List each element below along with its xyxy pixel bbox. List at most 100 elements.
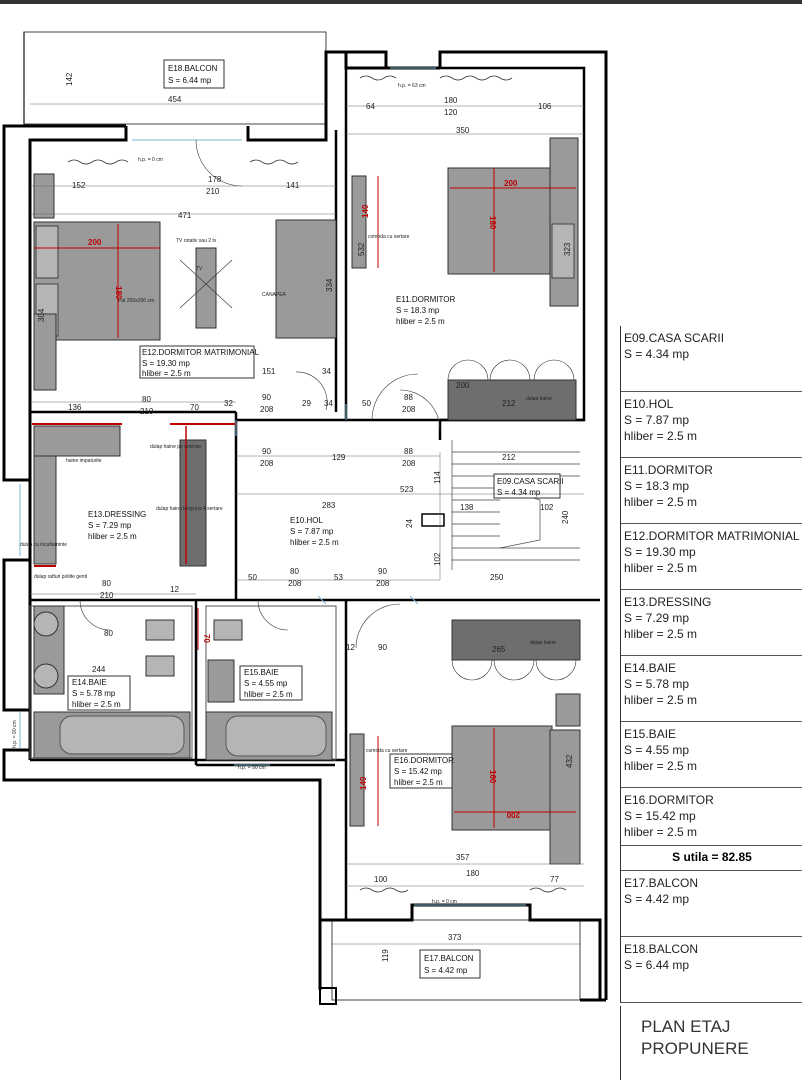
nightstand-e12 (33, 313, 57, 391)
canapea-label: CANAPEA (262, 292, 287, 298)
dulap-e11: dulap haine (526, 396, 552, 402)
legend-row-e11: E11.DORMITOR S = 18.3 mp hliber = 2.5 m (621, 458, 802, 524)
label-box-e12 (139, 345, 255, 379)
room-e15-h: hliber = 2.5 m (244, 690, 293, 699)
legend-name: E17.BALCON (624, 876, 699, 890)
title-line1: PLAN ETAJ (641, 1017, 731, 1036)
room-e17-area: S = 4.42 mp (424, 966, 468, 975)
dim-90c: 90 (378, 567, 387, 576)
legend-name: E11.DORMITOR (624, 463, 713, 477)
room-e13-name: E13.DRESSING (88, 510, 146, 519)
legend-height: hliber = 2.5 m (624, 627, 698, 641)
door-arcs (79, 139, 441, 649)
pat-label: Pat 200x200 cm (118, 298, 154, 304)
wardrobe-e11 (447, 379, 577, 421)
legend-row-e18: E18.BALCON S = 6.44 mp (621, 937, 802, 1003)
bed-e11-width: 200 (504, 179, 518, 188)
dulap-incaltaminte: dulap cu incaltaminte (20, 542, 67, 548)
column-square (319, 987, 337, 1005)
dim-210a: 210 (206, 187, 220, 196)
legend-row-e15: E15.BAIE S = 4.55 mp hliber = 2.5 m (621, 722, 802, 788)
curtains (67, 75, 567, 893)
legend-area: S = 15.42 mp (624, 809, 696, 823)
dim-265: 265 (492, 645, 506, 654)
legend-row-e12: E12.DORMITOR MATRIMONIAL S = 19.30 mp hl… (621, 524, 802, 590)
sofa (275, 219, 337, 339)
dim-77: 77 (550, 875, 559, 884)
dim-350: 350 (456, 126, 470, 135)
legend-name: E16.DORMITOR (624, 793, 714, 807)
room-e09-area: S = 4.34 mp (497, 488, 541, 497)
dim-32: 32 (224, 399, 233, 408)
legend-name: E13.DRESSING (624, 595, 712, 609)
dim-208c: 208 (260, 459, 274, 468)
dresser-e16 (349, 733, 365, 827)
dim-80a: 80 (142, 395, 151, 404)
wardrobe-dressing (179, 439, 207, 567)
legend-area: S = 4.55 mp (624, 743, 690, 757)
dim-323: 323 (563, 242, 572, 256)
doors-e16 (451, 659, 577, 681)
legend-row-e16: E16.DORMITOR S = 15.42 mp hliber = 2.5 m (621, 788, 802, 846)
balcony-e17-outline (331, 919, 581, 1001)
dim-120: 120 (444, 108, 458, 117)
legend-row-e13: E13.DRESSING S = 7.29 mp hliber = 2.5 m (621, 590, 802, 656)
dim-151: 151 (262, 367, 276, 376)
legend-height: hliber = 2.5 m (624, 495, 698, 509)
dim-523: 523 (400, 485, 414, 494)
label-box-e11 (392, 292, 460, 328)
bed-e12-width: 200 (88, 238, 102, 247)
room-e17-name: E17.BALCON (424, 954, 474, 963)
dim-53: 53 (334, 573, 343, 582)
room-e18-name: E18.BALCON (168, 64, 218, 73)
legend-area: S = 18.3 mp (624, 479, 690, 493)
stairs-e09 (451, 440, 580, 570)
dim-12b: 12 (346, 643, 355, 652)
dresser-e11 (351, 175, 367, 269)
room-e14-h: hliber = 2.5 m (72, 700, 121, 709)
dim-240: 240 (561, 510, 570, 524)
comoda-e11: comoda cu sertare (368, 234, 410, 240)
tv-short-label: TV (196, 266, 203, 272)
dimension-labels: 142 454 178 210 152 141 471 334 304 151 … (37, 72, 574, 962)
legend-height: hliber = 2.5 m (624, 561, 698, 575)
hp-top: h.p. = 63 cm (398, 83, 426, 89)
bed-e16-width: 200 (506, 810, 520, 819)
dim-208d: 208 (402, 459, 416, 468)
dim-114: 114 (433, 471, 442, 484)
dim-90a: 90 (262, 393, 271, 402)
dim-432: 432 (565, 754, 574, 768)
legend-name: E09.CASA SCARII (624, 331, 725, 345)
dim-142: 142 (65, 72, 74, 86)
dim-12: 12 (170, 585, 179, 594)
door-jambs (235, 404, 419, 605)
room-e15-area: S = 4.55 mp (244, 679, 288, 688)
dim-102b: 102 (433, 552, 442, 566)
room-e14-name: E14.BAIE (72, 678, 107, 687)
room-e16-name: E16.DORMITOR (394, 756, 454, 765)
legend-name: E14.BAIE (624, 661, 677, 675)
dim-138: 138 (460, 503, 474, 512)
dim-200b: 200 (456, 381, 470, 390)
dim-64: 64 (366, 102, 375, 111)
dim-212b: 212 (502, 453, 516, 462)
room-e11-area: S = 18.3 mp (396, 306, 440, 315)
legend-row-e09: E09.CASA SCARII S = 4.34 mp (621, 326, 802, 392)
dim-70b: 70 (190, 403, 199, 412)
exterior-walls (2, 50, 608, 1002)
room-e12-h: hliber = 2.5 m (142, 369, 191, 378)
dim-29: 29 (302, 399, 311, 408)
room-e09-name: E09.CASA SCARII (497, 477, 564, 486)
legend-name: E12.DORMITOR MATRIMONIAL (624, 529, 800, 543)
label-box-e13 (84, 508, 148, 542)
red-dimension-lines (34, 168, 576, 828)
dim-208e: 208 (288, 579, 302, 588)
top-border (0, 0, 802, 4)
label-box-e10 (286, 514, 348, 548)
dim-34a: 34 (322, 367, 331, 376)
dim-212a: 212 (502, 399, 516, 408)
legend-height: hliber = 2.5 m (624, 825, 698, 839)
tv-label: TV rotativ sau 2 tv (176, 238, 217, 244)
doors-e11 (447, 359, 575, 381)
